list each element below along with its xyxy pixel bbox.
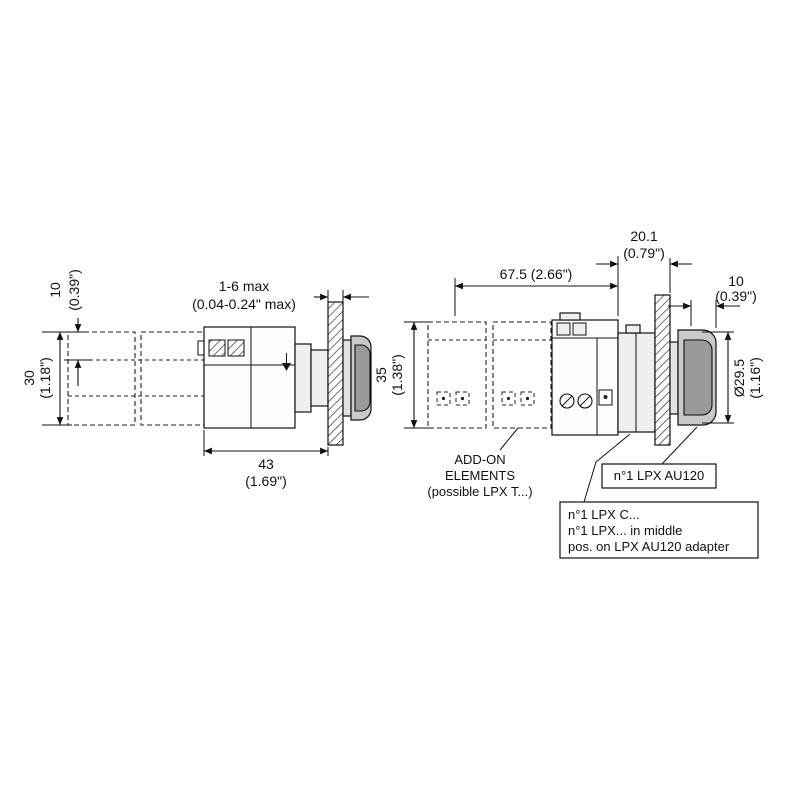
left-contact-block <box>197 326 296 429</box>
dim-20-1-mm: 20.1 <box>630 228 657 244</box>
dim-43-in: (1.69") <box>245 473 287 489</box>
dim-35-in: (1.38") <box>389 354 405 396</box>
dim-dia-in: (1.16") <box>747 357 763 399</box>
left-dim-top: 10 (0.39") <box>42 269 92 386</box>
middle-label-line3: pos. on LPX AU120 adapter <box>568 539 730 554</box>
middle-position-label-box: n°1 LPX C... n°1 LPX... in middle pos. o… <box>559 433 759 559</box>
dim-43-mm: 43 <box>258 456 274 472</box>
addon-label-line3: (possible LPX T...) <box>427 484 532 499</box>
dim-dia-mm: Ø29.5 <box>731 359 747 397</box>
au120-label-box: n°1 LPX AU120 <box>601 426 717 489</box>
middle-label-line1: n°1 LPX C... <box>568 507 640 522</box>
dim-35-mm: 35 <box>373 367 389 383</box>
right-dim-projection: 10 (0.39") <box>668 273 757 328</box>
left-adapter <box>294 343 329 413</box>
left-dim-height: 30 (1.18") <box>21 332 72 426</box>
dim-10-mm: 10 <box>47 282 63 298</box>
left-ghost-blocks <box>67 331 205 426</box>
dim-10-in: (0.39") <box>66 269 82 311</box>
left-dim-panel-thickness: 1-6 max (0.04-0.24" max) <box>192 278 369 312</box>
dim-panel-range-line2: (0.04-0.24" max) <box>192 296 296 312</box>
right-panel <box>654 294 671 446</box>
au120-label: n°1 LPX AU120 <box>614 468 705 483</box>
right-adapter <box>617 324 656 433</box>
right-contact-block <box>551 312 619 436</box>
middle-label-line2: n°1 LPX... in middle <box>568 523 682 538</box>
dim-20-1-in: (0.79") <box>623 245 665 261</box>
dim-30-mm: 30 <box>21 370 37 386</box>
addon-label-line2: ELEMENTS <box>445 468 515 483</box>
dim-panel-range-line1: 1-6 max <box>219 278 270 294</box>
dim-10r-mm: 10 <box>728 273 744 289</box>
right-dim-height: 35 (1.38") <box>373 321 432 429</box>
right-ghost-blocks <box>427 321 552 429</box>
right-dim-adapter-depth: 20.1 (0.79") <box>596 228 692 293</box>
latch-arrow-icon <box>282 363 291 371</box>
left-button-head <box>342 335 372 421</box>
right-dim-total-depth: 67.5 (2.66") <box>454 256 619 316</box>
dim-67-5: 67.5 (2.66") <box>500 266 573 282</box>
right-view: 67.5 (2.66") 20.1 (0.79") 10 (0.39") 35 … <box>373 228 763 559</box>
dim-10r-in: (0.39") <box>715 288 757 304</box>
addon-label-line1: ADD-ON <box>454 452 505 467</box>
addon-elements-label: ADD-ON ELEMENTS (possible LPX T...) <box>427 427 533 499</box>
left-view: 10 (0.39") 30 (1.18") 1-6 max (0.04-0.24… <box>21 269 372 489</box>
left-dim-depth: 43 (1.69") <box>203 430 329 489</box>
right-button-head <box>669 329 717 426</box>
right-dim-diameter: Ø29.5 (1.16") <box>702 331 763 424</box>
left-panel <box>327 301 344 446</box>
dim-30-in: (1.18") <box>37 357 53 399</box>
